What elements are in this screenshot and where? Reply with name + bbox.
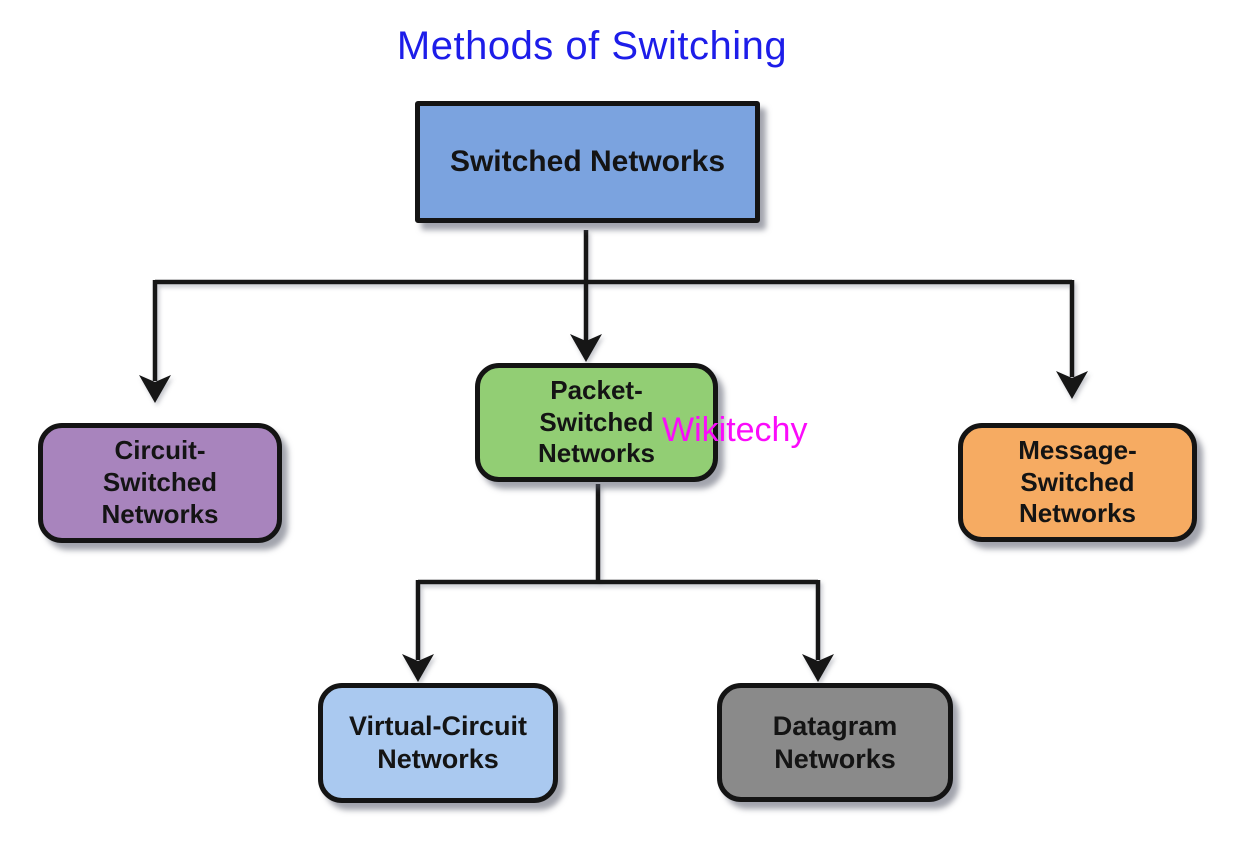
arrowhead-virtual bbox=[402, 654, 434, 682]
node-message-switched-networks: Message- Switched Networks bbox=[958, 423, 1197, 542]
node-virtual-circuit-networks: Virtual-Circuit Networks bbox=[318, 683, 558, 803]
arrowhead-circuit bbox=[139, 375, 171, 403]
page-title: Methods of Switching bbox=[396, 24, 788, 68]
arrowhead-datagram bbox=[802, 654, 834, 682]
node-circuit-switched-networks: Circuit- Switched Networks bbox=[38, 423, 282, 543]
node-switched-networks: Switched Networks bbox=[415, 101, 760, 223]
arrowhead-message bbox=[1056, 371, 1088, 399]
wikitechy-watermark: Wikitechy bbox=[662, 411, 808, 449]
arrowhead-packet bbox=[570, 334, 602, 362]
node-datagram-networks: Datagram Networks bbox=[717, 683, 953, 802]
node-packet-switched-networks: Packet- Switched Networks bbox=[475, 363, 718, 482]
